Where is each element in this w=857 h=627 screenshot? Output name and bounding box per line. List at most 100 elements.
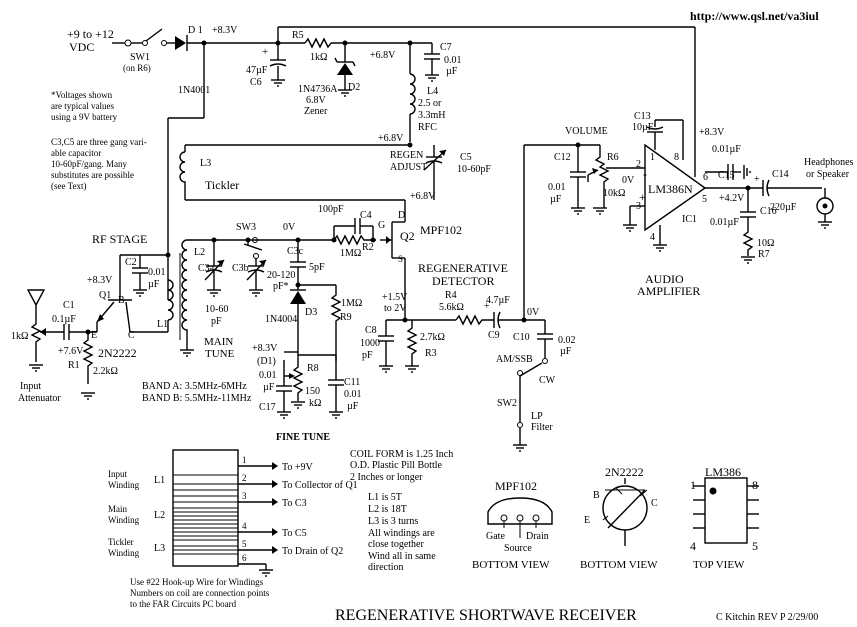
hookup-note-1: Use #22 Hook-up Wire for Windings <box>130 577 264 587</box>
coil-pin-destination: To C5 <box>282 528 307 539</box>
capacitor-c17 <box>276 376 292 412</box>
detector-title-1: REGENERATIVE <box>418 261 508 275</box>
ground-symbol <box>593 207 607 215</box>
d2-voltage: 6.8V <box>306 95 327 106</box>
coil-form-3: 2 Inches or longer <box>350 472 423 483</box>
capacitor-c15 <box>727 164 741 180</box>
c1-value: 0.1µF <box>52 314 76 325</box>
supply-voltage-label: +9 to +12 <box>67 27 114 41</box>
source-url: http://www.qsl.net/va3iul <box>690 9 819 23</box>
resistor-r9 <box>330 285 342 361</box>
diode-d1 <box>175 35 188 51</box>
l2-label: L2 <box>194 247 205 258</box>
output-label-1: Headphones <box>804 157 854 168</box>
pin-6: 6 <box>703 172 708 183</box>
capacitor-c6: + <box>262 46 287 80</box>
winding-title: Tickler <box>108 537 134 547</box>
rail-voltage-label: +8.3V <box>212 25 238 36</box>
diagram-title: REGENERATIVE SHORTWAVE RECEIVER <box>335 607 637 624</box>
d3-part: 1N4004 <box>265 314 297 325</box>
2n2222-bottom-view <box>602 478 648 546</box>
supply-vdc-label: VDC <box>69 40 94 54</box>
rf-supply-voltage: +8.3V <box>87 275 113 286</box>
ground-symbol <box>249 289 263 297</box>
r1-label: R1 <box>68 360 80 371</box>
cw-contact <box>542 358 548 364</box>
c11-label: C11 <box>344 377 360 388</box>
c10-label: C10 <box>513 332 530 343</box>
rf-stage-title: RF STAGE <box>92 232 147 246</box>
2n2222-collector: C <box>651 498 658 509</box>
c14-value: 220µF <box>770 202 797 213</box>
l3-label: L3 <box>200 158 211 169</box>
c13-value: 10µF <box>632 122 654 133</box>
c9-label: C9 <box>488 330 500 341</box>
winding-title: Input <box>108 469 127 479</box>
q1-collector: C <box>128 330 135 341</box>
capacitor-c12 <box>570 145 586 208</box>
c7-value: 0.01 <box>444 55 462 66</box>
mpf102-gate: Gate <box>486 531 505 542</box>
pin-5: 5 <box>702 194 707 205</box>
hookup-note-2: Numbers on coil are connection points <box>130 588 270 598</box>
c8-unit: pF <box>362 350 373 361</box>
c7-label: C7 <box>440 42 452 53</box>
ground-symbol <box>271 79 285 87</box>
c15-value: 0.01µF <box>712 144 741 155</box>
note-line-6: 10-60pF/gang. Many <box>51 159 127 169</box>
note-line-4: C3,C5 are three gang vari- <box>51 137 147 147</box>
r3-value: 2.7kΩ <box>420 332 445 343</box>
c1-label: C1 <box>63 300 75 311</box>
attenuator-pot <box>30 320 42 362</box>
regen-label: REGEN <box>390 150 423 161</box>
ground-symbol <box>513 444 527 452</box>
coil-pin-number: 4 <box>242 521 247 531</box>
c10-unit: µF <box>560 346 572 357</box>
plus-sign: + <box>639 190 646 204</box>
q2-part: MPF102 <box>420 223 462 237</box>
r5-label: R5 <box>292 30 304 41</box>
c13-label: C13 <box>634 111 651 122</box>
coil-pin-number: 3 <box>242 491 247 501</box>
coil-pin-number: 6 <box>242 553 247 563</box>
svg-text:+: + <box>484 301 490 312</box>
winding-coil-id: L1 <box>154 475 165 486</box>
coil-note-1: All windings are <box>368 528 435 539</box>
variable-capacitor-c3b <box>246 259 267 290</box>
antenna-icon <box>26 289 46 320</box>
coil-l1 <box>167 279 174 321</box>
capacitor-c2 <box>132 255 148 290</box>
coil-l3-turns: L3 is 3 turns <box>368 516 418 527</box>
junction <box>165 252 171 258</box>
junction <box>575 142 581 148</box>
pin-2: 2 <box>636 159 641 170</box>
ground-symbol <box>329 411 343 419</box>
c12-unit: µF <box>550 194 562 205</box>
l4-type: RFC <box>418 122 437 133</box>
ground-symbol <box>405 365 419 373</box>
junction <box>521 317 527 323</box>
mpf102-title: MPF102 <box>495 479 537 493</box>
r2-label: R2 <box>362 242 374 253</box>
ic-chip-label: LM386N <box>648 182 693 196</box>
resistor-r2 <box>333 234 376 246</box>
tickler-label: Tickler <box>205 178 239 192</box>
jfet-q2 <box>380 221 405 259</box>
coil-pin-destination: To +9V <box>282 462 314 473</box>
note-line-7: substitutes are possible <box>51 170 134 180</box>
resistor-r5 <box>304 37 332 49</box>
r2-value: 1MΩ <box>340 248 361 259</box>
resistor-r1 <box>82 332 94 384</box>
main-tune-label-1: MAIN <box>204 336 233 348</box>
fine-supply-voltage: +8.3V <box>252 343 278 354</box>
c17-value: 0.01 <box>259 370 277 381</box>
lm386-title: LM386 <box>705 465 741 479</box>
v68b-label: +6.8V <box>378 133 404 144</box>
attenuator-label-1: Input <box>20 381 41 392</box>
lm386-pin-8: 8 <box>752 478 758 492</box>
r6-label: R6 <box>607 152 619 163</box>
ground-symbol <box>741 256 755 264</box>
output-label-2: or Speaker <box>806 169 850 180</box>
c2-value: 0.01 <box>148 267 166 278</box>
fine-supply-ref: (D1) <box>257 356 276 367</box>
